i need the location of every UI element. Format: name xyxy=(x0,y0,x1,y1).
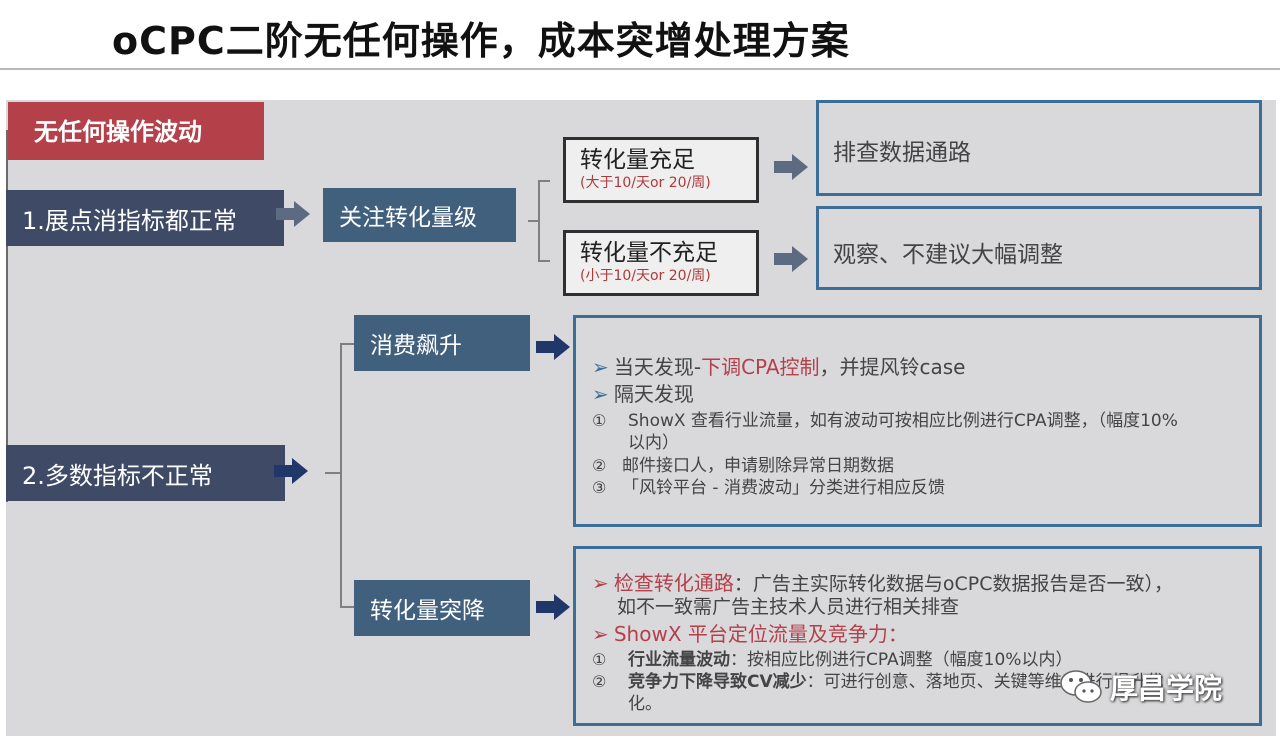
header-tag: 无任何操作波动 xyxy=(8,102,264,160)
sufficient-title: 转化量充足 xyxy=(580,147,695,173)
bracket-line xyxy=(538,260,550,262)
check-conversion-cont: 如不一致需广告主技术人员进行相关排查 xyxy=(617,596,960,618)
bullet-text: 隔天发现 xyxy=(613,382,694,406)
wechat-icon xyxy=(1060,670,1102,703)
bracket-line xyxy=(538,180,540,262)
action-observe: 观察、不建议大幅调整 xyxy=(833,242,1063,268)
chevron-right-icon: ➢ xyxy=(592,571,609,595)
bullet-suffix: ，并提风铃case xyxy=(819,355,966,379)
arrow-right-icon xyxy=(774,246,810,272)
action-observe-box: 观察、不建议大幅调整 xyxy=(816,206,1262,290)
branch1-label: 1.展点消指标都正常 xyxy=(6,190,284,246)
bracket-line xyxy=(528,220,538,222)
focus-conversion-box: 关注转化量级 xyxy=(323,188,516,242)
bracket-line xyxy=(340,606,354,608)
arrow-right-icon xyxy=(536,594,572,620)
chevron-right-icon: ➢ xyxy=(592,622,609,646)
watermark-text: 厚昌学院 xyxy=(1110,672,1223,705)
bullet-prefix: 当天发现- xyxy=(613,355,702,379)
sufficient-box: 转化量充足 (大于10/天or 20/周) xyxy=(563,137,759,203)
conversion-drop-detail-box xyxy=(573,546,1262,726)
insufficient-box: 转化量不充足 (小于10/天or 20/周) xyxy=(563,230,759,296)
check-conversion-line: ➢ 检查转化通路：广告主实际转化数据与oCPC数据报告是否一致）， xyxy=(592,571,1173,595)
arrow-right-icon xyxy=(276,201,312,227)
showx-line: ➢ ShowX 平台定位流量及竞争力： xyxy=(592,622,908,646)
spend-surge-detail-box xyxy=(573,315,1262,527)
watermark: 厚昌学院 xyxy=(1058,665,1248,709)
conv-numbered-2-cont: 化。 xyxy=(628,694,662,714)
insufficient-note: (小于10/天or 20/周) xyxy=(580,268,711,284)
bracket-line xyxy=(325,472,341,474)
arrow-right-icon xyxy=(536,334,572,360)
spend-bullet-1: ➢ 当天发现-下调CPA控制，并提风铃case xyxy=(592,351,966,380)
bracket-line xyxy=(340,343,342,607)
bullet-highlight: 下调CPA控制 xyxy=(701,355,820,379)
chevron-right-icon: ➢ xyxy=(592,355,609,379)
action-check-data: 排查数据通路 xyxy=(833,140,971,166)
insufficient-title: 转化量不充足 xyxy=(580,240,718,266)
chevron-right-icon: ➢ xyxy=(592,382,609,406)
spend-numbered-1-cont: 以内） xyxy=(628,433,679,453)
bracket-line xyxy=(340,343,354,345)
arrow-right-icon xyxy=(274,458,310,484)
action-check-data-box: 排查数据通路 xyxy=(816,100,1262,196)
page-title: oCPC二阶无任何操作，成本突增处理方案 xyxy=(112,19,850,63)
spend-surge-box: 消费飙升 xyxy=(354,315,530,371)
left-connector-line xyxy=(6,130,8,502)
spend-numbered-3: ③「风铃平台 - 消费波动」分类进行相应反馈 xyxy=(592,478,945,498)
conversion-drop-box: 转化量突降 xyxy=(354,580,530,636)
title-divider xyxy=(0,68,1280,70)
bracket-line xyxy=(538,180,550,182)
sufficient-note: (大于10/天or 20/周) xyxy=(580,175,711,191)
arrow-right-icon xyxy=(774,154,810,180)
spend-bullet-2: ➢ 隔天发现 xyxy=(592,378,694,407)
branch2-label: 2.多数指标不正常 xyxy=(6,445,285,501)
